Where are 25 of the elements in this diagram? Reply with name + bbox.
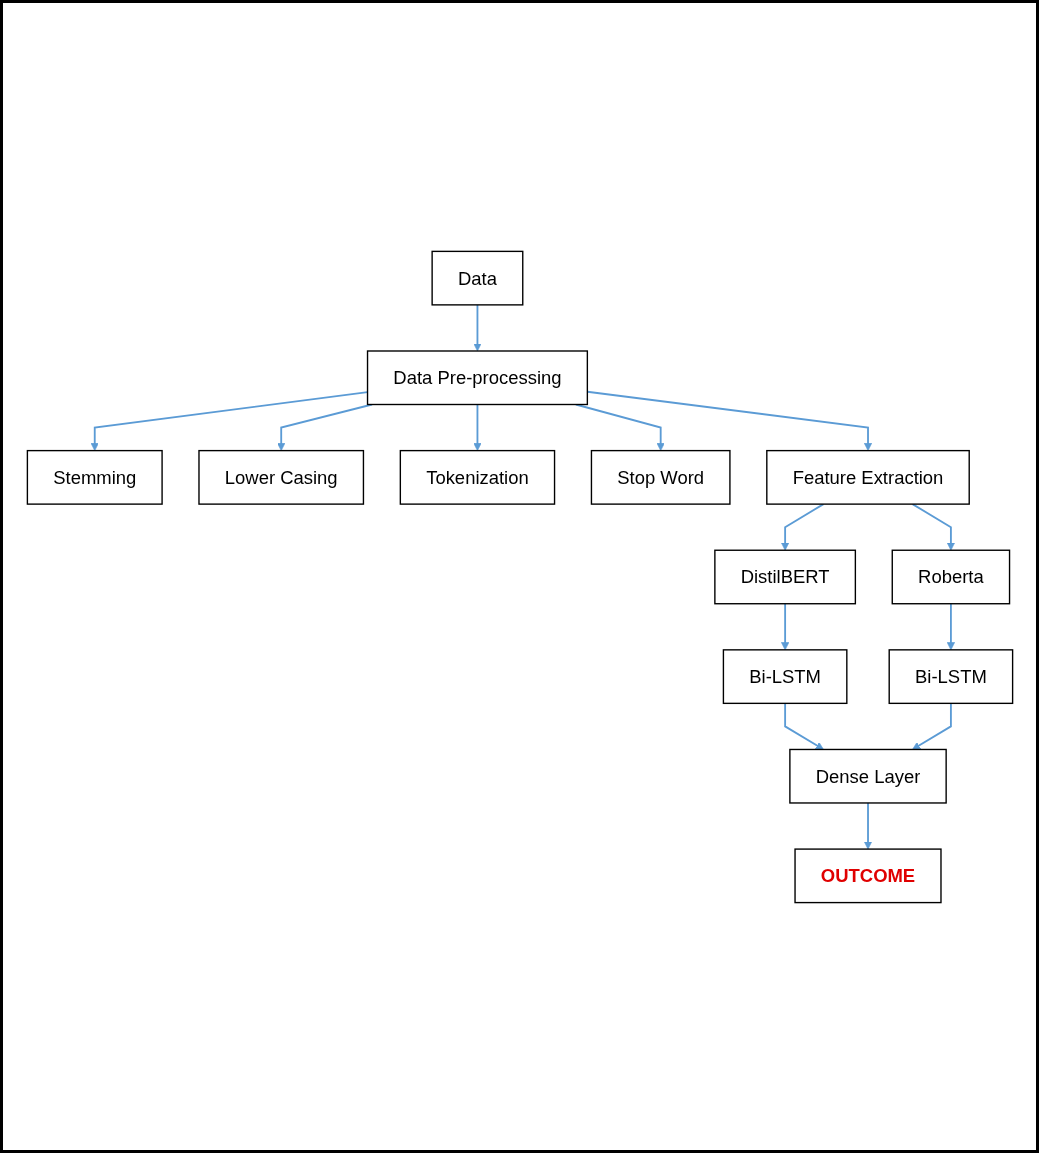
node-box: Feature Extraction — [765, 449, 970, 505]
node-box: Bi-LSTM — [722, 648, 848, 704]
node-box: Data Pre-processing — [366, 349, 588, 405]
node-box: OUTCOME — [793, 847, 942, 903]
arrow — [946, 602, 955, 650]
node-box: Dense Layer — [788, 748, 947, 804]
arrow — [783, 701, 824, 750]
node-box: Lower Casing — [197, 449, 364, 505]
arrow — [780, 502, 824, 551]
arrow — [780, 602, 789, 650]
arrow — [863, 801, 872, 849]
node-box: Tokenization — [399, 449, 555, 505]
arrow — [472, 303, 481, 351]
arrow — [911, 502, 955, 551]
node-box: Stemming — [26, 449, 163, 505]
arrow — [911, 701, 952, 750]
arrow — [90, 390, 368, 451]
node-box: Roberta — [891, 549, 1010, 604]
arrow — [472, 403, 481, 451]
node-box: DistilBERT — [713, 549, 856, 604]
node-box: Bi-LSTM — [888, 648, 1013, 704]
node-box: Data — [430, 250, 523, 306]
node-box: Stop Word — [590, 449, 731, 505]
arrow — [574, 403, 665, 451]
arrow — [276, 403, 373, 451]
